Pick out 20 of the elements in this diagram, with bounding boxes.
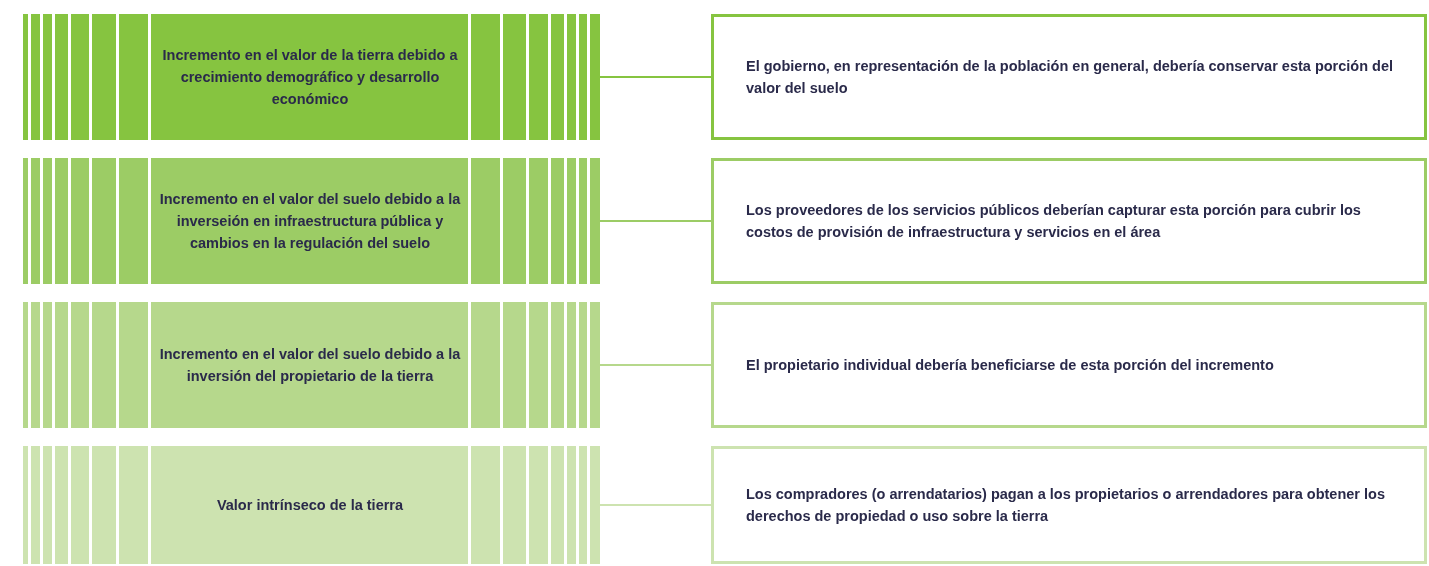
bar-text: Valor intrínseco de la tierra (216, 496, 404, 515)
bar-text: Incremento en el valor de la tierra debido a crecimiento demográfico y desarrollo económico (161, 46, 459, 109)
text-box (711, 14, 1427, 140)
bar-text: Incremento en el valor del suelo debido a la inverseión en infraestructura pública y cambios en la regulación del suelo (158, 190, 462, 253)
connector-line (599, 364, 712, 366)
connector-line (599, 220, 712, 222)
box-text: Los proveedores de los servicios públicos deberían capturar esta porción para cubrir los costos de provisión de infraestructura y servicios en el área (746, 201, 1362, 242)
bar-text: Incremento en el valor del suelo debido a la inversión del propietario de la tierra (158, 345, 462, 386)
box-text: El propietario individual debería beneficiarse de esta porción del incremento (746, 356, 1275, 375)
text-box (711, 158, 1427, 284)
text-box (711, 446, 1427, 564)
connector-line (599, 504, 712, 506)
striped-bar (23, 14, 600, 140)
striped-bar (23, 446, 600, 564)
striped-bar (23, 158, 600, 284)
connector-line (599, 76, 712, 78)
text-box (711, 302, 1427, 428)
box-text: El gobierno, en representación de la población en general, debería conservar esta porción del valor del suelo (746, 57, 1395, 98)
striped-bar (23, 302, 600, 428)
box-text: Los compradores (o arrendatarios) pagan a los propietarios o arrendadores para obtener los derechos de propiedad o uso sobre la tierra (746, 485, 1386, 526)
